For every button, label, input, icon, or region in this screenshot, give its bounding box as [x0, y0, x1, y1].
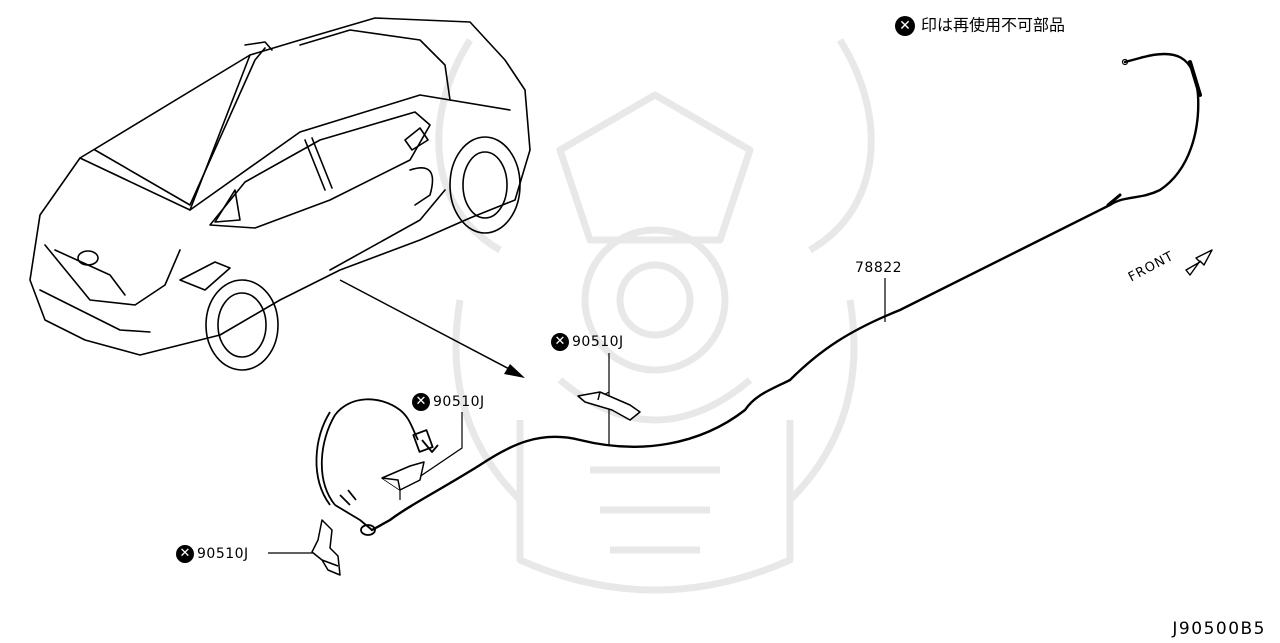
part-label-90510j-a: ✕90510J: [551, 333, 624, 351]
part-label-90510j-b: ✕90510J: [412, 393, 485, 411]
vehicle-outline: [29, 17, 531, 371]
diagram-code: J90500B5: [1172, 619, 1266, 639]
clip-90510j-b: [381, 461, 425, 491]
clip-90510j-c: [311, 519, 341, 576]
cable-78822: [370, 52, 1202, 532]
release-lever-assembly: [315, 398, 439, 536]
part-number: 90510J: [572, 334, 624, 350]
part-number: 78822: [855, 260, 903, 276]
watermark-emblem: [435, 38, 875, 594]
x-circle-icon: ✕: [551, 333, 569, 351]
locator-arrow: [339, 279, 525, 378]
part-label-78822: 78822: [855, 260, 902, 276]
x-circle-icon: ✕: [176, 545, 194, 563]
x-circle-icon: ✕: [895, 16, 915, 36]
front-arrow-icon: [1185, 249, 1213, 276]
part-number: 90510J: [433, 394, 485, 410]
x-circle-icon: ✕: [412, 393, 430, 411]
part-number: 90510J: [197, 546, 249, 562]
clip-90510j-a: [577, 391, 641, 421]
reuse-note-text: 印は再使用不可部品: [921, 15, 1066, 35]
reuse-note: ✕ 印は再使用不可部品: [895, 16, 1065, 36]
part-label-90510j-c: ✕90510J: [176, 545, 249, 563]
